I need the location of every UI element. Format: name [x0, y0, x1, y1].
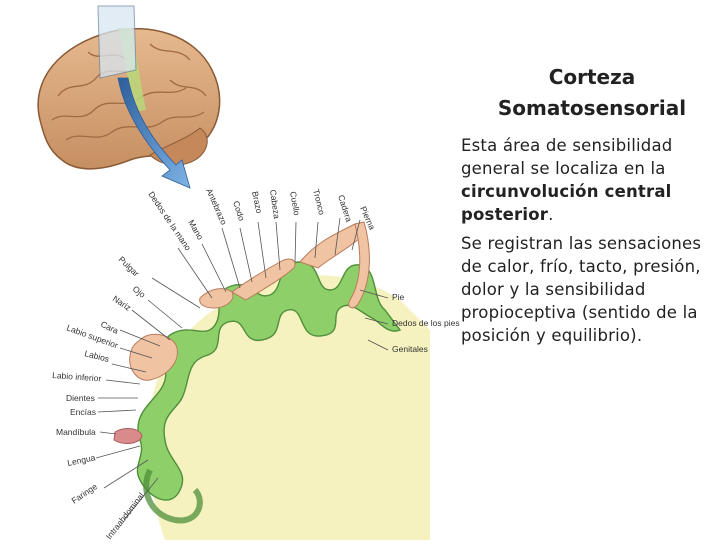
somatosensory-figure: Pie Dedos de los pies Genitales Pierna C…: [37, 5, 460, 542]
white-matter: [150, 275, 430, 540]
label-dedos-de-la-mano: Dedos de la mano: [146, 190, 193, 253]
label-ojo: Ojo: [131, 284, 148, 300]
label-cara: Cara: [99, 319, 120, 336]
label-labios: Labios: [84, 348, 111, 364]
cortex-lower-fold: [143, 468, 203, 524]
paragraph-location-end: .: [548, 205, 554, 224]
label-mano: Mano: [186, 218, 205, 242]
homunculus-hand: [199, 288, 234, 309]
section-plane: [97, 5, 137, 79]
label-brazo: Brazo: [250, 190, 264, 214]
label-intraabdominal: Intraabdominal: [104, 491, 147, 542]
paragraph-location-bold: circunvolución central posterior: [461, 182, 672, 224]
label-dientes: Dientes: [66, 393, 95, 403]
label-cabeza: Cabeza: [268, 189, 282, 220]
label-faringe: Faringe: [70, 481, 100, 506]
figure-drawing: Pie Dedos de los pies Genitales Pierna C…: [37, 5, 460, 542]
paragraph-sensations: Se registran las sensaciones de calor, f…: [461, 234, 702, 345]
cortex-ribbon: [136, 261, 402, 501]
label-mandibula: Mandíbula: [56, 427, 96, 437]
homunculus: [113, 221, 370, 444]
curved-arrow: [117, 77, 191, 189]
homunculus-foot: [348, 221, 370, 309]
label-pulgar: Pulgar: [117, 254, 142, 278]
label-codo: Codo: [231, 200, 247, 223]
label-lengua: Lengua: [66, 452, 96, 468]
label-dedos-de-los-pies: Dedos de los pies: [392, 318, 460, 328]
coronal-section: [136, 261, 430, 540]
paragraph-location-text: Esta área de sensibilidad general se loc…: [461, 136, 673, 178]
homunculus-tongue: [113, 428, 143, 444]
label-pie: Pie: [392, 292, 405, 302]
homunculus-trunk: [231, 258, 296, 301]
title-line-1: Corteza: [548, 65, 636, 89]
title-line-2: Somatosensorial: [497, 96, 687, 120]
label-tronco: Tronco: [311, 188, 327, 216]
slide-title: Corteza Somatosensorial: [461, 62, 723, 124]
text-panel: Corteza Somatosensorial Esta área de sen…: [461, 62, 723, 353]
label-genitales: Genitales: [392, 344, 428, 354]
label-cadera: Cadera: [336, 194, 354, 224]
label-nariz: Nariz: [111, 293, 133, 312]
paragraph-location: Esta área de sensibilidad general se loc…: [461, 134, 723, 226]
label-cuello: Cuello: [288, 191, 302, 217]
homunculus-face: [129, 333, 178, 381]
label-antebrazo: Antebrazo: [204, 187, 229, 227]
label-encias: Encías: [70, 407, 96, 417]
label-labio-inferior: Labio inferior: [52, 370, 102, 383]
